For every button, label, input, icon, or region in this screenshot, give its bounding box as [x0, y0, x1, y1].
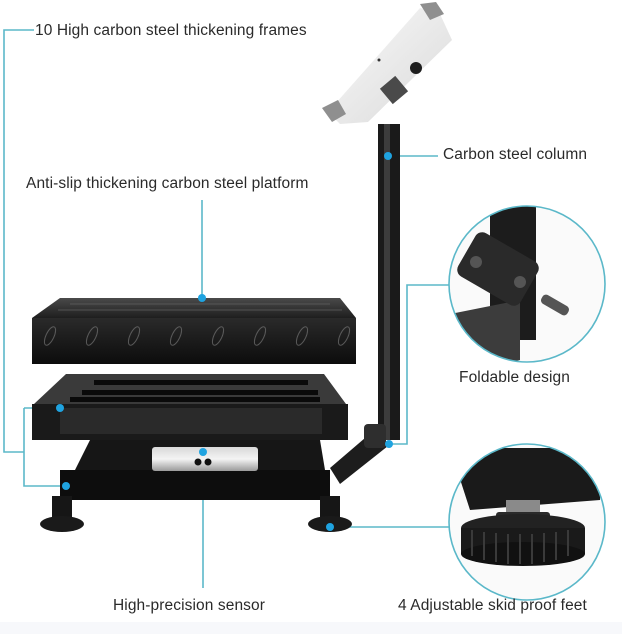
display-head: [322, 2, 452, 124]
base: [40, 440, 352, 532]
callout-dots: [56, 152, 393, 531]
sensor-label: High-precision sensor: [113, 597, 265, 614]
foldable-callout-line: [390, 284, 449, 445]
feet-label: 4 Adjustable skid proof feet: [398, 597, 587, 614]
steel-frame: [32, 374, 348, 440]
feet-detail: [448, 443, 606, 601]
anti-slip-platform: [32, 298, 356, 364]
foldable-label: Foldable design: [459, 369, 570, 386]
column-label: Carbon steel column: [443, 146, 588, 163]
sensor: [152, 447, 258, 471]
platform-label: Anti-slip thickening carbon steel platfo…: [26, 175, 309, 192]
frames-label: 10 High carbon steel thickening frames: [35, 22, 307, 39]
bottom-strip: [0, 622, 622, 634]
foldable-detail: [448, 205, 606, 363]
